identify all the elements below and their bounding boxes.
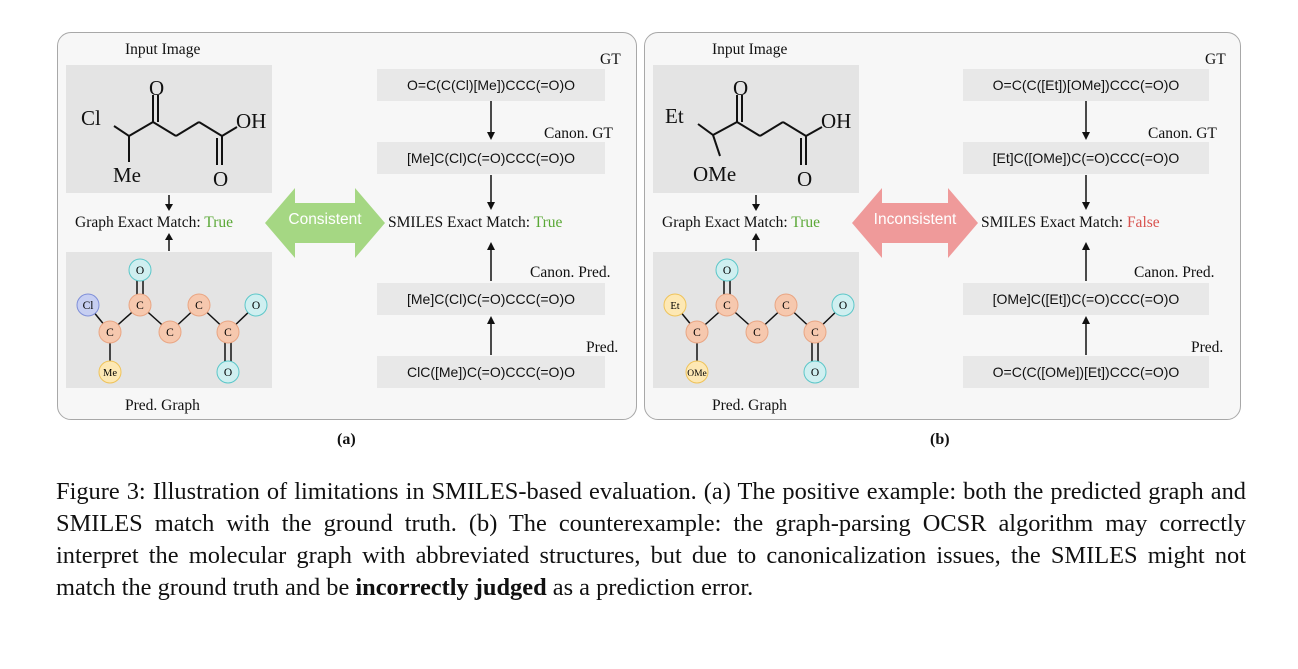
o-ketone-text: O xyxy=(149,76,164,100)
panel-a: Input Image O Cl Me OH O xyxy=(57,32,637,420)
node-c-1: C xyxy=(136,300,144,312)
o-acid-text: O xyxy=(213,167,228,191)
node-me: Me xyxy=(103,368,117,379)
node-c-3: C xyxy=(106,327,114,339)
node-o-top: O xyxy=(136,265,144,277)
pred-graph-label: Pred. Graph xyxy=(125,397,200,414)
graph-drawing: O Cl C C O C C C Me O xyxy=(76,258,268,384)
node-o-right: O xyxy=(839,300,847,312)
canon-pred-smiles: [OMe]C([Et])C(=O)CCC(=O)O xyxy=(963,283,1209,315)
molecule-drawing: O Et OMe OH O xyxy=(665,76,851,191)
gt-smiles: O=C(C(Cl)[Me])CCC(=O)O xyxy=(377,69,605,101)
pred-graph-label: Pred. Graph xyxy=(712,397,787,414)
double-arrow-shape xyxy=(265,188,385,258)
input-image: O Et OMe OH O xyxy=(653,65,859,193)
cl-text: Cl xyxy=(81,106,101,130)
canon-gt-smiles: [Et]C([OMe])C(=O)CCC(=O)O xyxy=(963,142,1209,174)
graph-drawing: O Et C C O C C C OMe O xyxy=(663,258,855,384)
node-c-4: C xyxy=(166,327,174,339)
input-image: O Cl Me OH O xyxy=(66,65,272,193)
flow-arrows xyxy=(487,101,495,355)
pred-graph: O Et C C O C C C OMe O xyxy=(653,252,859,388)
inconsistent-label: Inconsistent xyxy=(873,211,957,228)
canon-gt-label: Canon. GT xyxy=(1148,125,1217,142)
node-o-top: O xyxy=(723,265,731,277)
pred-graph: O Cl C C O C C C Me O xyxy=(66,252,272,388)
oh-text: OH xyxy=(236,109,266,133)
molecule-drawing: O Cl Me OH O xyxy=(81,76,266,191)
smiles-exact-match: SMILES Exact Match: True xyxy=(388,214,563,231)
smiles-exact-match: SMILES Exact Match: False xyxy=(981,214,1160,231)
panel-b: Input Image O Et OMe OH O xyxy=(644,32,1241,420)
inconsistent-arrow: Inconsistent xyxy=(852,188,978,258)
canon-pred-label: Canon. Pred. xyxy=(530,264,611,281)
gt-label: GT xyxy=(1205,51,1226,68)
node-c-5: C xyxy=(811,327,819,339)
consistent-label: Consistent xyxy=(288,211,362,228)
pred-label: Pred. xyxy=(586,339,619,356)
pred-smiles: O=C(C([OMe])[Et])CCC(=O)O xyxy=(963,356,1209,388)
node-ome: OMe xyxy=(687,369,707,379)
sublabel-a: (a) xyxy=(337,431,356,448)
node-cl: Cl xyxy=(83,300,94,312)
pred-smiles: ClC([Me])C(=O)CCC(=O)O xyxy=(377,356,605,388)
graph-exact-match: Graph Exact Match: True xyxy=(75,214,233,231)
node-o-bottom: O xyxy=(811,367,819,379)
oh-text: OH xyxy=(821,109,851,133)
pred-label: Pred. xyxy=(1191,339,1224,356)
node-c-3: C xyxy=(693,327,701,339)
graph-exact-match: Graph Exact Match: True xyxy=(662,214,820,231)
node-c-4: C xyxy=(753,327,761,339)
node-et: Et xyxy=(670,301,679,312)
canon-gt-label: Canon. GT xyxy=(544,125,613,142)
o-acid-text: O xyxy=(797,167,812,191)
caption-part2: as a prediction error. xyxy=(546,574,754,601)
node-o-bottom: O xyxy=(224,367,232,379)
caption-bold: incorrectly judged xyxy=(355,574,547,601)
small-arrows xyxy=(165,195,173,251)
figure-caption: Figure 3: Illustration of limitations in… xyxy=(56,476,1246,604)
node-o-right: O xyxy=(252,300,260,312)
small-arrows xyxy=(752,195,760,251)
et-text: Et xyxy=(665,104,684,128)
node-c-2: C xyxy=(782,300,790,312)
o-ketone-text: O xyxy=(733,76,748,100)
node-c-1: C xyxy=(723,300,731,312)
consistent-arrow: Consistent xyxy=(265,188,385,258)
canon-pred-label: Canon. Pred. xyxy=(1134,264,1215,281)
gt-label: GT xyxy=(600,51,621,68)
node-c-2: C xyxy=(195,300,203,312)
sublabel-b: (b) xyxy=(930,431,950,448)
input-image-label: Input Image xyxy=(712,41,788,58)
canon-gt-smiles: [Me]C(Cl)C(=O)CCC(=O)O xyxy=(377,142,605,174)
caption-part1: Figure 3: Illustration of limitations in… xyxy=(56,478,1246,601)
node-c-5: C xyxy=(224,327,232,339)
canon-pred-smiles: [Me]C(Cl)C(=O)CCC(=O)O xyxy=(377,283,605,315)
ome-text: OMe xyxy=(693,162,736,186)
flow-arrows xyxy=(1082,101,1090,355)
me-text: Me xyxy=(113,163,141,187)
gt-smiles: O=C(C([Et])[OMe])CCC(=O)O xyxy=(963,69,1209,101)
input-image-label: Input Image xyxy=(125,41,201,58)
double-arrow-shape xyxy=(852,188,978,258)
